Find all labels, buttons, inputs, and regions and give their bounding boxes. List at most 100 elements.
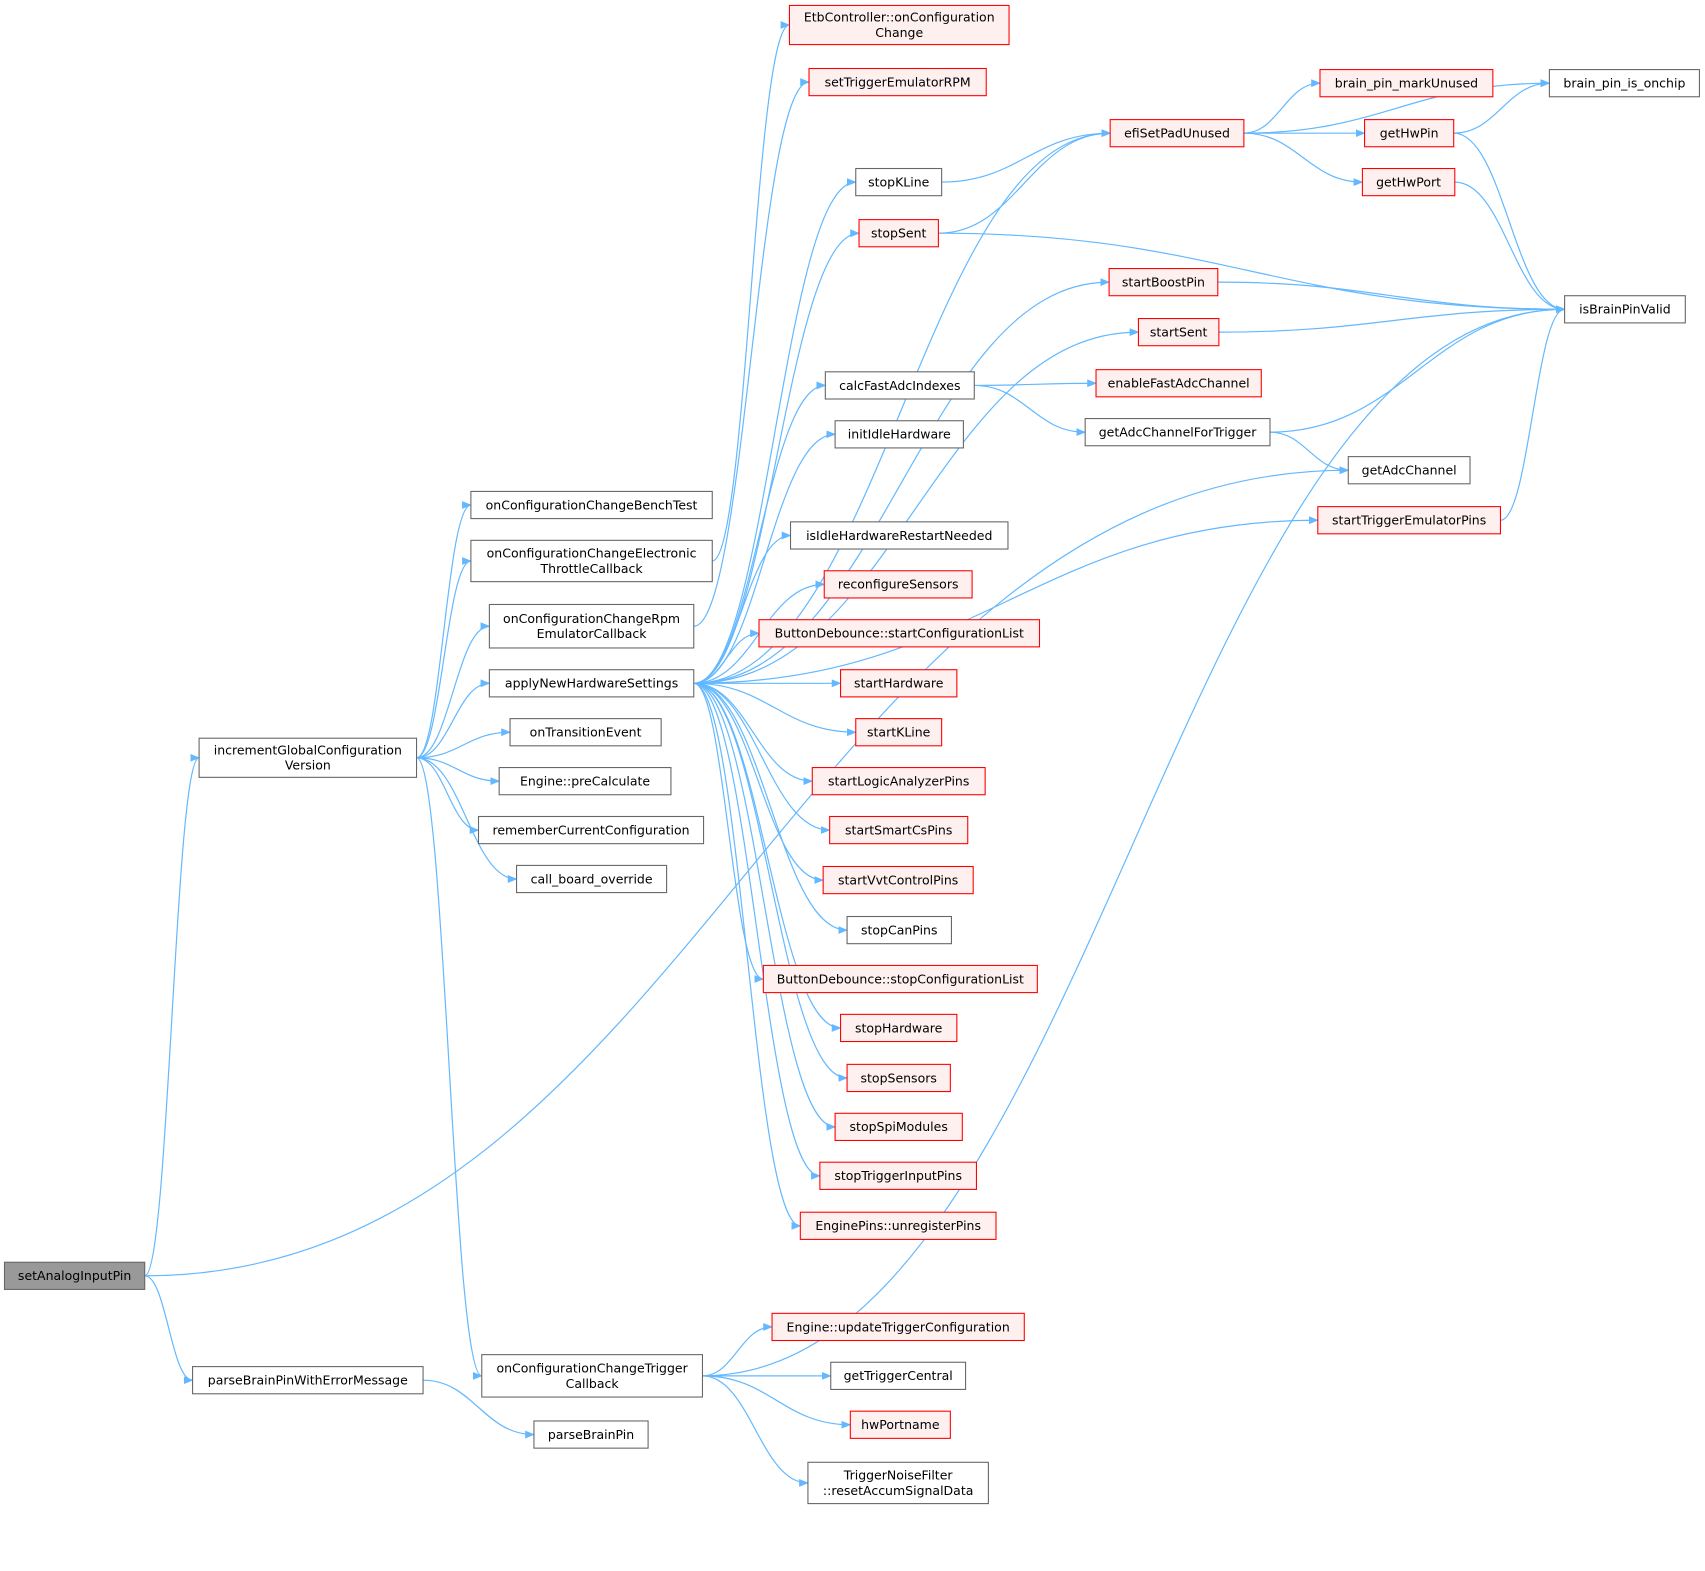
node-box[interactable] — [1108, 267, 1219, 297]
node-box[interactable] — [834, 420, 964, 449]
node-box[interactable] — [846, 915, 952, 945]
node-box[interactable] — [788, 4, 1010, 46]
node-box[interactable] — [834, 1112, 963, 1142]
node-box[interactable] — [789, 521, 1009, 550]
node-box[interactable] — [509, 718, 662, 747]
node-getHwPin[interactable]: getHwPin — [1364, 119, 1455, 148]
node-startSmartCs[interactable]: startSmartCsPins — [829, 815, 969, 845]
node-box[interactable] — [807, 1461, 989, 1505]
node-box[interactable] — [192, 1366, 424, 1395]
node-getHwPort[interactable]: getHwPort — [1361, 167, 1456, 197]
node-isIdleRestart[interactable]: isIdleHardwareRestartNeeded — [789, 521, 1009, 550]
node-box[interactable] — [1347, 456, 1471, 485]
node-box[interactable] — [1109, 119, 1245, 148]
node-reconfSensors[interactable]: reconfigureSensors — [823, 570, 973, 599]
node-box[interactable] — [811, 767, 986, 796]
node-stopKLine[interactable]: stopKLine — [855, 167, 943, 197]
node-stopSent[interactable]: stopSent — [858, 219, 939, 248]
node-box[interactable] — [477, 815, 705, 845]
node-enableFast[interactable]: enableFastAdcChannel — [1095, 369, 1262, 398]
node-box[interactable] — [1361, 167, 1456, 197]
node-setTrigEmuRPM[interactable]: setTriggerEmulatorRPM — [808, 67, 987, 97]
node-box[interactable] — [488, 603, 695, 649]
node-onTransitionEvent[interactable]: onTransitionEvent — [509, 718, 662, 747]
node-box[interactable] — [1084, 418, 1271, 447]
node-box[interactable] — [849, 1410, 951, 1439]
node-startLA[interactable]: startLogicAnalyzerPins — [811, 767, 986, 796]
node-box[interactable] — [846, 1063, 951, 1093]
node-box[interactable] — [516, 864, 668, 894]
node-box[interactable] — [808, 67, 987, 97]
node-rememberCC[interactable]: rememberCurrentConfiguration — [477, 815, 705, 845]
node-box[interactable] — [1364, 119, 1455, 148]
node-box[interactable] — [1548, 69, 1700, 98]
node-calcFast[interactable]: calcFastAdcIndexes — [824, 371, 975, 400]
node-etc[interactable]: onConfigurationChangeElectronicThrottleC… — [470, 539, 713, 583]
node-stopCan[interactable]: stopCanPins — [846, 915, 952, 945]
node-startTrigEmu[interactable]: startTriggerEmulatorPins — [1317, 506, 1502, 535]
node-box[interactable] — [858, 219, 939, 248]
node-box[interactable] — [488, 669, 695, 698]
node-startBoost[interactable]: startBoostPin — [1108, 267, 1219, 297]
node-box[interactable] — [839, 669, 958, 698]
node-box[interactable] — [470, 539, 713, 583]
node-startSent[interactable]: startSent — [1137, 318, 1220, 347]
node-box[interactable] — [839, 1013, 958, 1043]
node-noiseFilter[interactable]: TriggerNoiseFilter::resetAccumSignalData — [807, 1461, 989, 1505]
node-preCalculate[interactable]: Engine::preCalculate — [498, 767, 672, 796]
node-etbCtrl[interactable]: EtbController::onConfigurationChange — [788, 4, 1010, 46]
node-parseBrainPin[interactable]: parseBrainPin — [533, 1420, 649, 1449]
node-getTrigCentral[interactable]: getTriggerCentral — [830, 1361, 967, 1390]
node-box[interactable] — [1137, 318, 1220, 347]
node-box[interactable] — [799, 1211, 997, 1240]
node-box[interactable] — [762, 964, 1038, 994]
node-box[interactable] — [822, 865, 974, 895]
node-box[interactable] — [830, 1361, 967, 1390]
node-box[interactable] — [824, 371, 975, 400]
node-initIdle[interactable]: initIdleHardware — [834, 420, 964, 449]
node-benchTest[interactable]: onConfigurationChangeBenchTest — [470, 490, 713, 520]
node-stopSensors[interactable]: stopSensors — [846, 1063, 951, 1093]
node-bdStop[interactable]: ButtonDebounce::stopConfigurationList — [762, 964, 1038, 994]
node-stopSpi[interactable]: stopSpiModules — [834, 1112, 963, 1142]
node-unregPins[interactable]: EnginePins::unregisterPins — [799, 1211, 997, 1240]
node-applyNHS[interactable]: applyNewHardwareSettings — [488, 669, 695, 698]
node-setAnalogInputPin[interactable]: setAnalogInputPin — [3, 1261, 146, 1290]
node-box[interactable] — [498, 767, 672, 796]
node-box[interactable] — [758, 619, 1041, 648]
node-getAdcChannel[interactable]: getAdcChannel — [1347, 456, 1471, 485]
node-callBoard[interactable]: call_board_override — [516, 864, 668, 894]
node-startVvt[interactable]: startVvtControlPins — [822, 865, 974, 895]
node-box[interactable] — [533, 1420, 649, 1449]
node-box[interactable] — [198, 737, 418, 778]
node-box[interactable] — [771, 1312, 1025, 1342]
node-box[interactable] — [1564, 295, 1686, 324]
node-parseBPWEM[interactable]: parseBrainPinWithErrorMessage — [192, 1366, 424, 1395]
node-box[interactable] — [1317, 506, 1502, 535]
node-startKLine[interactable]: startKLine — [855, 718, 943, 747]
node-box[interactable] — [1319, 69, 1494, 98]
node-markUnused[interactable]: brain_pin_markUnused — [1319, 69, 1494, 98]
node-box[interactable] — [855, 718, 943, 747]
node-isValid[interactable]: isBrainPinValid — [1564, 295, 1686, 324]
node-box[interactable] — [855, 167, 943, 197]
node-bdStart[interactable]: ButtonDebounce::startConfigurationList — [758, 619, 1041, 648]
node-onchip[interactable]: brain_pin_is_onchip — [1548, 69, 1700, 98]
node-box[interactable] — [1095, 369, 1262, 398]
node-hwPortname[interactable]: hwPortname — [849, 1410, 951, 1439]
node-box[interactable] — [470, 490, 713, 520]
node-startHardware[interactable]: startHardware — [839, 669, 958, 698]
node-stopTrigIn[interactable]: stopTriggerInputPins — [819, 1161, 977, 1190]
node-box[interactable] — [481, 1354, 704, 1398]
node-box[interactable] — [829, 815, 969, 845]
node-stopHardware[interactable]: stopHardware — [839, 1013, 958, 1043]
node-updTrig[interactable]: Engine::updateTriggerConfiguration — [771, 1312, 1025, 1342]
node-box[interactable] — [819, 1161, 977, 1190]
node-efiSetPad[interactable]: efiSetPadUnused — [1109, 119, 1245, 148]
node-getAdcForTrig[interactable]: getAdcChannelForTrigger — [1084, 418, 1271, 447]
node-box[interactable] — [823, 570, 973, 599]
node-box[interactable] — [3, 1261, 146, 1290]
